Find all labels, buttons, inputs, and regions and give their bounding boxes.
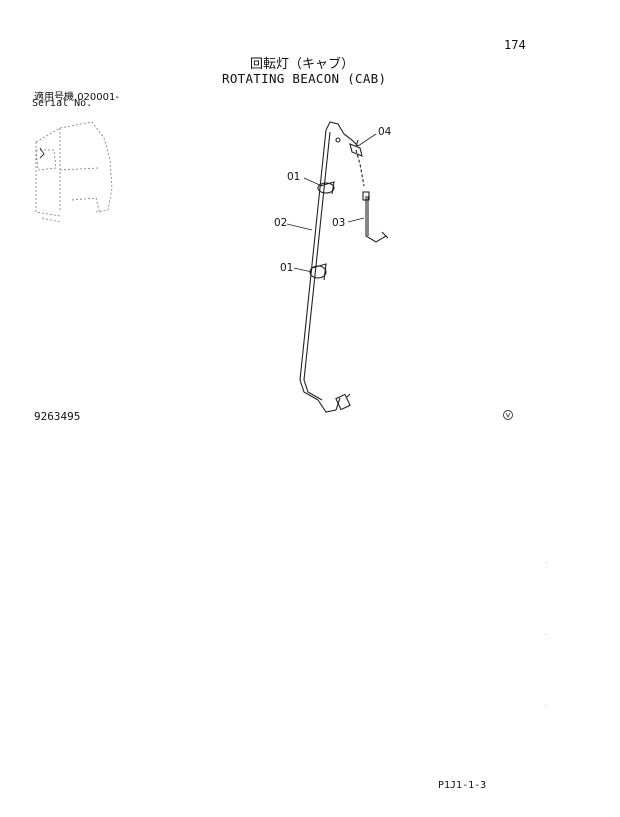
callout-04: 04 [378, 126, 392, 138]
title-japanese: 回転灯（キャブ） [250, 57, 355, 72]
serial-label-en: Serial No. [32, 98, 93, 109]
serial-range: 020001- [77, 92, 119, 103]
scan-speck [545, 705, 546, 706]
callout-03: 03 [332, 217, 346, 229]
page-number: 174 [504, 38, 526, 52]
callout-01-lower: 01 [280, 262, 294, 274]
harness-main [299, 121, 345, 401]
callout-01-upper: 01 [287, 171, 301, 183]
page-title: ROTATING BEACON (CAB) [222, 71, 387, 86]
callout-02: 02 [274, 217, 288, 229]
scan-speck [545, 634, 546, 635]
document-number: 9263495 [34, 410, 81, 423]
serial-label-jp: 適用号機 020001- [34, 88, 119, 103]
applicability-label: 適用号機 [34, 92, 74, 103]
footer-code: P1J1-1-3 [438, 780, 487, 791]
scan-speck [546, 562, 547, 563]
